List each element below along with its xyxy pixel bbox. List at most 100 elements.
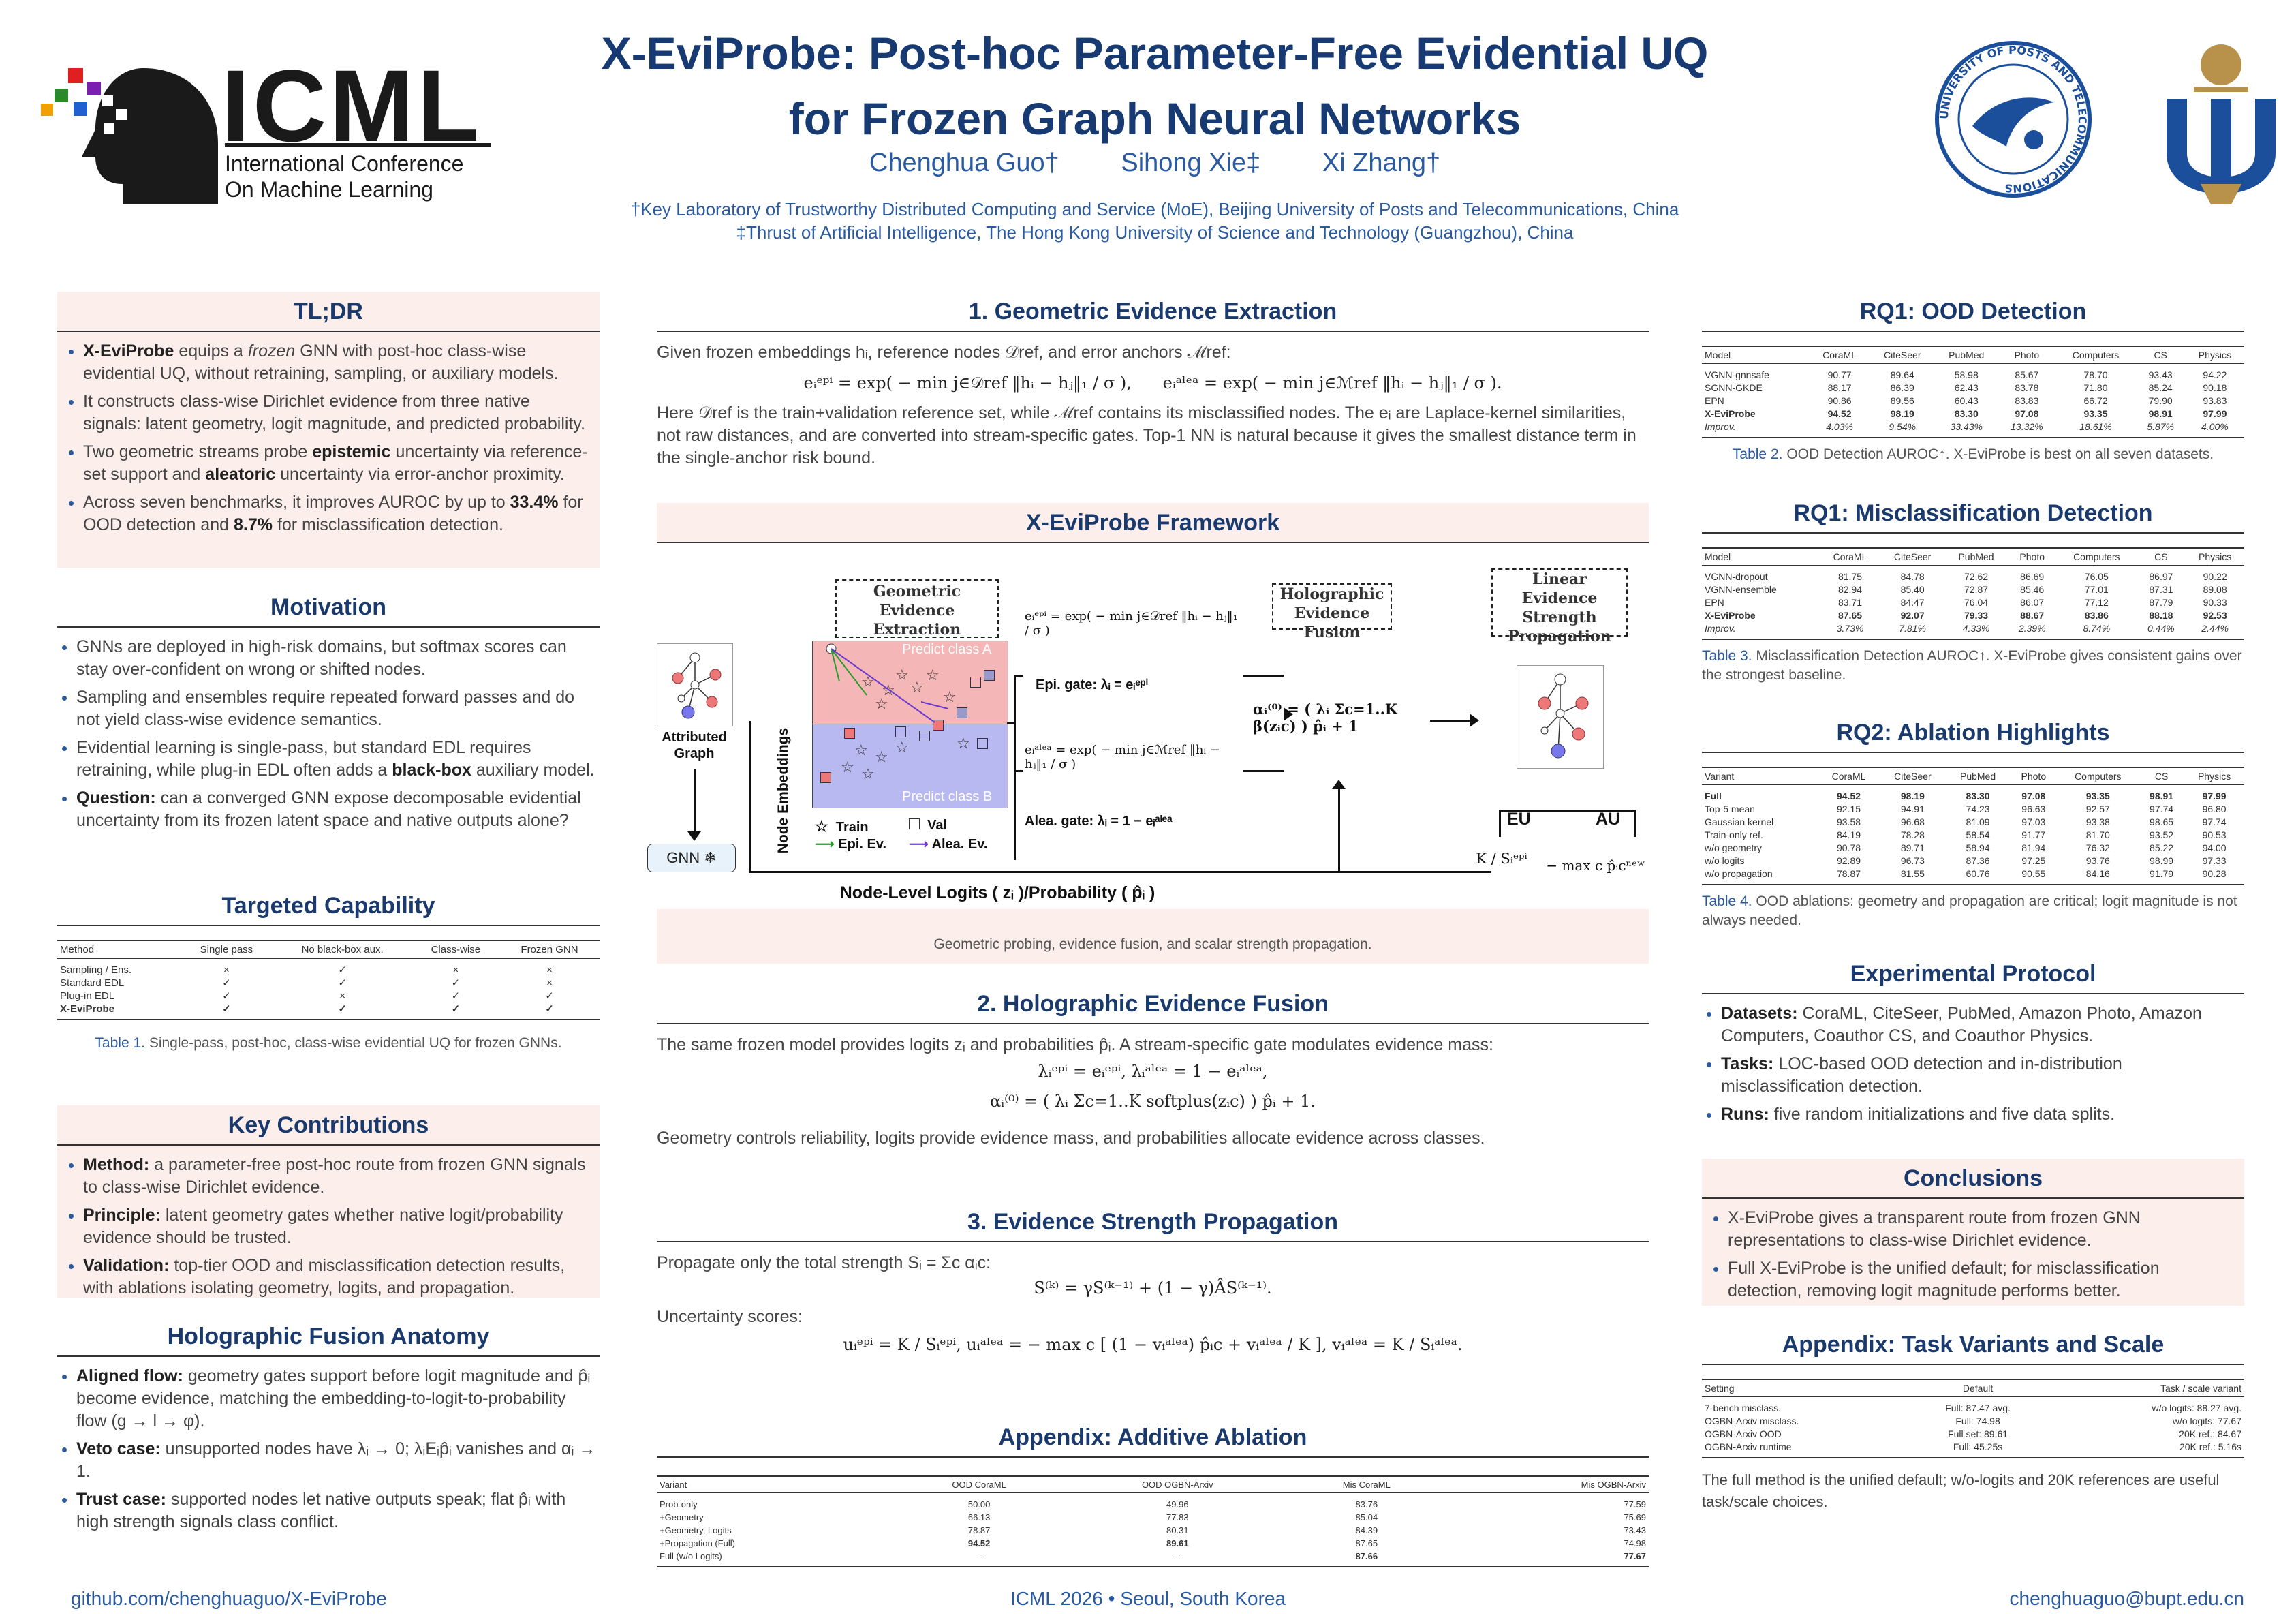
- tldr-list: X-EviProbe equips a frozen GNN with post…: [57, 340, 590, 536]
- author-2: Sihong Xie‡: [1121, 149, 1261, 177]
- capability-heading: Targeted Capability: [57, 886, 600, 926]
- tldr-panel: TL;DR X-EviProbe equips a frozen GNN wit…: [57, 292, 600, 568]
- github-link[interactable]: github.com/chenghuaguo/X-EviProbe: [71, 1588, 387, 1609]
- holo-intro: The same frozen model provides logits zᵢ…: [657, 1035, 1493, 1054]
- holo-equation-2: αᵢ⁽⁰⁾ = ( λᵢ Σc=1..K softplus(zᵢc) ) p̂ᵢ…: [990, 1092, 1316, 1111]
- train-star-icon: ☆: [957, 735, 970, 752]
- train-star-icon: ☆: [875, 695, 888, 712]
- anatomy-panel: Holographic Fusion Anatomy Aligned flow:…: [57, 1317, 600, 1539]
- gnn-box: GNN ❄: [647, 844, 736, 872]
- conference-footer: ICML 2026 • Seoul, South Korea: [1010, 1588, 1286, 1609]
- prop-intro: Propagate only the total strength Sᵢ = Σ…: [657, 1253, 991, 1272]
- rq2-caption: Table 4. OOD ablations: geometry and pro…: [1702, 893, 2237, 928]
- holo-equation-1: λᵢᵉᵖⁱ = eᵢᵉᵖⁱ, λᵢᵃˡᵉᵃ = 1 − eᵢᵃˡᵉᵃ,: [1038, 1062, 1268, 1081]
- predict-class-a-label: Predict class A: [902, 642, 992, 657]
- appendix-tasks-panel: Appendix: Task Variants and Scale Settin…: [1702, 1325, 2244, 1513]
- author-1: Chenghua Guo†: [869, 149, 1059, 177]
- motivation-item-2: Sampling and ensembles require repeated …: [76, 686, 600, 731]
- table-row: Standard EDL✓✓✓×: [60, 977, 553, 989]
- val-square-icon: [844, 728, 855, 739]
- linear-propagation-box: Linear Evidence Strength Propagation: [1491, 568, 1628, 645]
- geo-heading: 1. Geometric Evidence Extraction: [657, 292, 1649, 332]
- prop-heading: 3. Evidence Strength Propagation: [657, 1202, 1649, 1242]
- class-a-region: [812, 641, 1008, 725]
- protocol-item-3: Runs: five random initializations and fi…: [1721, 1103, 2244, 1126]
- legend-val: Val: [909, 818, 947, 833]
- val-square-icon: [957, 707, 967, 718]
- table-row: Improv.4.03%9.54%33.43%13.32%18.61%5.87%…: [1702, 420, 2244, 438]
- table-row: X-EviProbe✓✓✓✓: [57, 1002, 600, 1020]
- tldr-item-2: It constructs class-wise Dirichlet evide…: [83, 390, 590, 435]
- train-star-icon: ☆: [910, 679, 924, 696]
- anatomy-item-2: Veto case: unsupported nodes have λᵢ → 0…: [76, 1438, 600, 1483]
- val-square-icon: [977, 738, 988, 749]
- framework-caption: Geometric probing, evidence fusion, and …: [657, 909, 1649, 964]
- hkust-logo-icon: [2167, 44, 2276, 204]
- evidence-arrows: [826, 643, 949, 723]
- val-square-icon: [933, 720, 944, 731]
- protocol-item-1: Datasets: CoraML, CiteSeer, PubMed, Amaz…: [1721, 1002, 2244, 1047]
- au-label: AU: [1596, 810, 1621, 829]
- icml-subtitle-2: On Machine Learning: [225, 177, 433, 202]
- icml-logo: ICML International Conference On Machine…: [41, 55, 504, 211]
- au-equation: − max c p̂ᵢcⁿᵉʷ: [1546, 857, 1645, 874]
- contributions-heading: Key Contributions: [57, 1105, 600, 1146]
- attributed-graph-box: [657, 643, 733, 726]
- protocol-heading: Experimental Protocol: [1702, 954, 2244, 994]
- author-list: Chenghua Guo† Sihong Xie‡ Xi Zhang†: [518, 149, 1792, 178]
- legend-alea: ⟶ Alea. Ev.: [909, 837, 988, 852]
- train-star-icon: ☆: [861, 765, 875, 782]
- train-star-icon: ☆: [943, 688, 957, 705]
- tldr-item-3: Two geometric streams probe epistemic un…: [83, 441, 590, 486]
- legend-epi: ⟶ Epi. Ev.: [815, 837, 886, 852]
- motivation-heading: Motivation: [57, 587, 600, 628]
- capability-caption: Table 1. Single-pass, post-hoc, class-wi…: [95, 1035, 562, 1051]
- contribution-item-2: Principle: latent geometry gates whether…: [83, 1204, 590, 1249]
- conclusions-heading: Conclusions: [1702, 1159, 2244, 1199]
- bupt-seal-icon: UNIVERSITY OF POSTS AND TELECOMMUNICATIO…: [1935, 41, 2092, 198]
- prop-scores-label: Uncertainty scores:: [657, 1307, 803, 1326]
- appendix-tasks-heading: Appendix: Task Variants and Scale: [1702, 1325, 2244, 1365]
- author-3: Xi Zhang†: [1322, 149, 1441, 177]
- tldr-item-1: X-EviProbe equips a frozen GNN with post…: [83, 340, 590, 385]
- tldr-item-4: Across seven benchmarks, it improves AUR…: [83, 491, 590, 536]
- conclusion-item-1: X-EviProbe gives a transparent route fro…: [1728, 1207, 2235, 1252]
- val-square-icon: [820, 772, 831, 783]
- icml-subtitle-1: International Conference: [225, 151, 464, 176]
- contribution-item-1: Method: a parameter-free post-hoc route …: [83, 1154, 590, 1199]
- framework-panel: X-EviProbe Framework Attributed Graph GN…: [647, 503, 1649, 964]
- star-icon: ☆: [815, 818, 828, 835]
- contribution-item-3: Validation: top-tier OOD and misclassifi…: [83, 1255, 590, 1300]
- protocol-item-2: Tasks: LOC-based OOD detection and in-di…: [1721, 1053, 2244, 1098]
- table-row: Improv.3.73%7.81%4.33%2.39%8.74%0.44%2.4…: [1702, 622, 2244, 640]
- holo-text: Geometry controls reliability, logits pr…: [657, 1129, 1485, 1148]
- motivation-panel: Motivation GNNs are deployed in high-ris…: [57, 587, 600, 838]
- geo-text: Here 𝒟ref is the train+validation refere…: [657, 403, 1636, 468]
- anatomy-item-3: Trust case: supported nodes let native o…: [76, 1488, 600, 1533]
- conclusion-item-2: Full X-EviProbe is the unified default; …: [1728, 1257, 2235, 1302]
- geo-extraction-box: Geometric Evidence Extraction: [835, 579, 999, 639]
- arrow-up-icon: [1332, 780, 1346, 789]
- table-row: Sampling / Ens.×✓××: [60, 964, 553, 976]
- legend-train: ☆ Train: [815, 818, 869, 835]
- epi-equation: eᵢᵉᵖⁱ = exp( − min j∈𝒟ref ‖hᵢ − hⱼ‖₁ / σ…: [1025, 609, 1238, 638]
- geometric-evidence-panel: 1. Geometric Evidence Extraction Given f…: [657, 292, 1649, 470]
- email-link[interactable]: chenghuaguo@bupt.edu.cn: [2009, 1588, 2245, 1609]
